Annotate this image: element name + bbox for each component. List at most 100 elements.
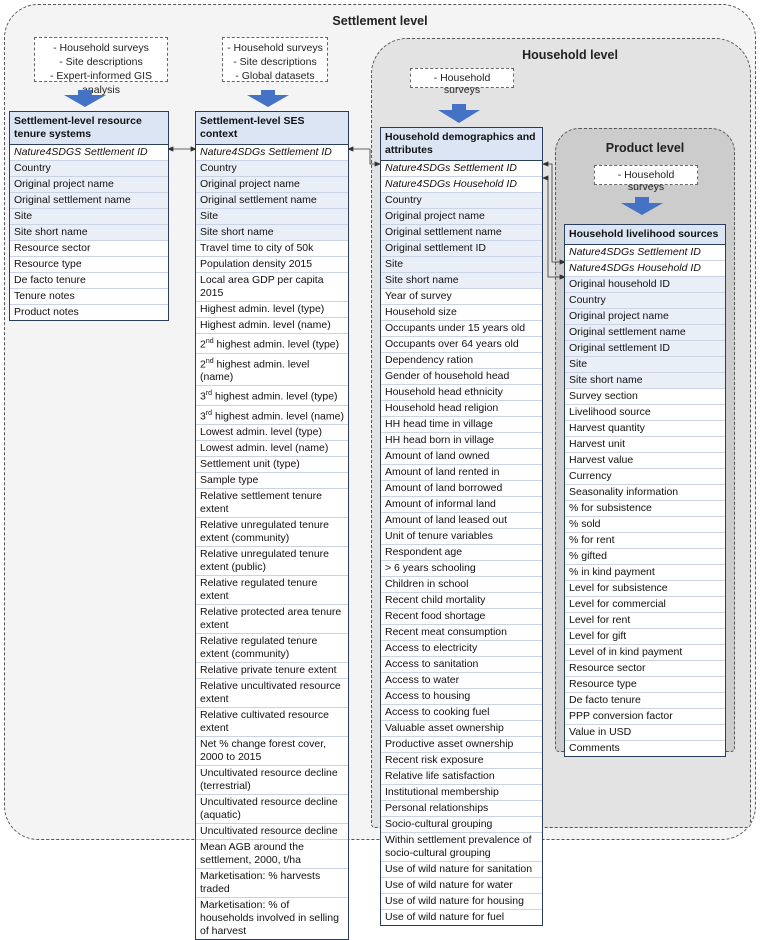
table-row: Uncultivated resource decline [196, 824, 348, 840]
table-row: Product notes [14, 306, 79, 318]
ses-table: Settlement-level SES context Nature4SDGs… [195, 111, 349, 940]
table-row: HH head time in village [381, 417, 542, 433]
household-level-title: Household level [522, 48, 618, 62]
household-table: Household demographics and attributes Na… [380, 127, 543, 926]
table-row: Local area GDP per capita 2015 [196, 273, 348, 302]
table-header: Settlement-level SES context [196, 112, 348, 145]
table-row: PPP conversion factor [565, 709, 725, 725]
table-row: Seasonality information [565, 485, 725, 501]
table-row: Amount of land leased out [381, 513, 542, 529]
table-row: Country [565, 293, 725, 309]
table-row: Currency [565, 469, 725, 485]
table-row: Use of wild nature for water [381, 878, 542, 894]
table-row: Original project name [381, 209, 542, 225]
table-row: Relative life satisfaction [381, 769, 542, 785]
table-row: Recent food shortage [381, 609, 542, 625]
tenure-sources-box: - Household surveys - Site descriptions … [34, 37, 168, 96]
table-row: Household head religion [381, 401, 542, 417]
table-row: Resource sector [565, 661, 725, 677]
tenure-table: Settlement-level resource tenure systems… [9, 111, 169, 321]
table-row: Socio-cultural grouping [381, 817, 542, 833]
table-row: Uncultivated resource decline (aquatic) [196, 795, 348, 824]
table-row: Access to housing [381, 689, 542, 705]
table-row: Nature4SDGs Settlement ID [565, 245, 725, 261]
source-item: - Global datasets [235, 70, 315, 82]
table-row: HH head born in village [381, 433, 542, 449]
table-row: Relative regulated tenure extent (commun… [196, 634, 348, 663]
table-row: Resource type [10, 257, 168, 273]
table-row: Use of wild nature for housing [381, 894, 542, 910]
table-row: Amount of land borrowed [381, 481, 542, 497]
source-item: - Household surveys [433, 72, 491, 96]
table-row: Country [10, 161, 168, 177]
table-row: Institutional membership [381, 785, 542, 801]
table-row: Children in school [381, 577, 542, 593]
table-row: Harvest quantity [565, 421, 725, 437]
table-row: Livelihood source [565, 405, 725, 421]
table-row: Within settlement prevalence of socio-cu… [381, 833, 542, 862]
table-row: Valuable asset ownership [381, 721, 542, 737]
table-row: % gifted [565, 549, 725, 565]
table-row: Marketisation: % of households involved … [200, 899, 339, 937]
table-row: Dependency ration [381, 353, 542, 369]
table-row: Nature4SDGS Settlement ID [10, 145, 168, 161]
table-row: Uncultivated resource decline (terrestri… [196, 766, 348, 795]
table-row: Original project name [10, 177, 168, 193]
table-row: Nature4SDGs Household ID [381, 177, 542, 193]
table-row: 3rd highest admin. level (name) [196, 406, 348, 425]
table-row: Access to electricity [381, 641, 542, 657]
table-row: Original settlement name [565, 325, 725, 341]
table-row: Country [381, 193, 542, 209]
table-row: Harvest unit [565, 437, 725, 453]
table-row: Relative cultivated resource extent [196, 708, 348, 737]
table-row: De facto tenure [565, 693, 725, 709]
table-row: Relative settlement tenure extent [196, 489, 348, 518]
table-row: Productive asset ownership [381, 737, 542, 753]
table-row: Site short name [565, 373, 725, 389]
table-row: Travel time to city of 50k [196, 241, 348, 257]
source-item: - Expert-informed GIS analysis [49, 70, 153, 96]
table-row: Personal relationships [381, 801, 542, 817]
table-row: Resource sector [10, 241, 168, 257]
table-row: Recent child mortality [381, 593, 542, 609]
table-row: Use of wild nature for sanitation [381, 862, 542, 878]
table-row: Relative uncultivated resource extent [196, 679, 348, 708]
table-row: Marketisation: % harvests traded [196, 869, 348, 898]
table-row: Original settlement ID [381, 241, 542, 257]
table-row: Recent meat consumption [381, 625, 542, 641]
table-row: Site short name [196, 225, 348, 241]
table-row: > 6 years schooling [381, 561, 542, 577]
source-item: - Site descriptions [233, 56, 317, 68]
table-row: 3rd highest admin. level (type) [196, 386, 348, 406]
table-row: Resource type [565, 677, 725, 693]
table-row: Nature4SDGs Settlement ID [381, 161, 542, 177]
table-row: Highest admin. level (name) [196, 318, 348, 334]
table-row: Mean AGB around the settlement, 2000, t/… [196, 840, 348, 869]
table-row: Original settlement name [10, 193, 168, 209]
table-row: Original settlement name [381, 225, 542, 241]
table-row: Level of in kind payment [565, 645, 725, 661]
table-row: Original project name [565, 309, 725, 325]
table-row: Original household ID [565, 277, 725, 293]
table-row: % sold [565, 517, 725, 533]
source-item: - Site descriptions [59, 56, 143, 68]
table-row: Original settlement name [196, 193, 348, 209]
source-item: - Household surveys [227, 42, 323, 54]
table-row: Occupants over 64 years old [381, 337, 542, 353]
table-row: Settlement unit (type) [196, 457, 348, 473]
table-row: Site short name [10, 225, 168, 241]
table-row: % for rent [565, 533, 725, 549]
ses-sources-box: - Household surveys - Site descriptions … [222, 37, 328, 82]
table-row: Recent risk exposure [381, 753, 542, 769]
household-sources-box: - Household surveys [410, 68, 514, 96]
table-row: Gender of household head [381, 369, 542, 385]
table-row: Year of survey [381, 289, 542, 305]
table-row: Relative unregulated tenure extent (comm… [196, 518, 348, 547]
table-row: Original settlement ID [565, 341, 725, 357]
table-row: Nature4SDGs Settlement ID [196, 145, 348, 161]
table-row: Relative unregulated tenure extent (publ… [196, 547, 348, 576]
table-row: Amount of land owned [381, 449, 542, 465]
product-table: Household livelihood sources Nature4SDGs… [564, 224, 726, 757]
source-item: - Household surveys [53, 42, 149, 54]
